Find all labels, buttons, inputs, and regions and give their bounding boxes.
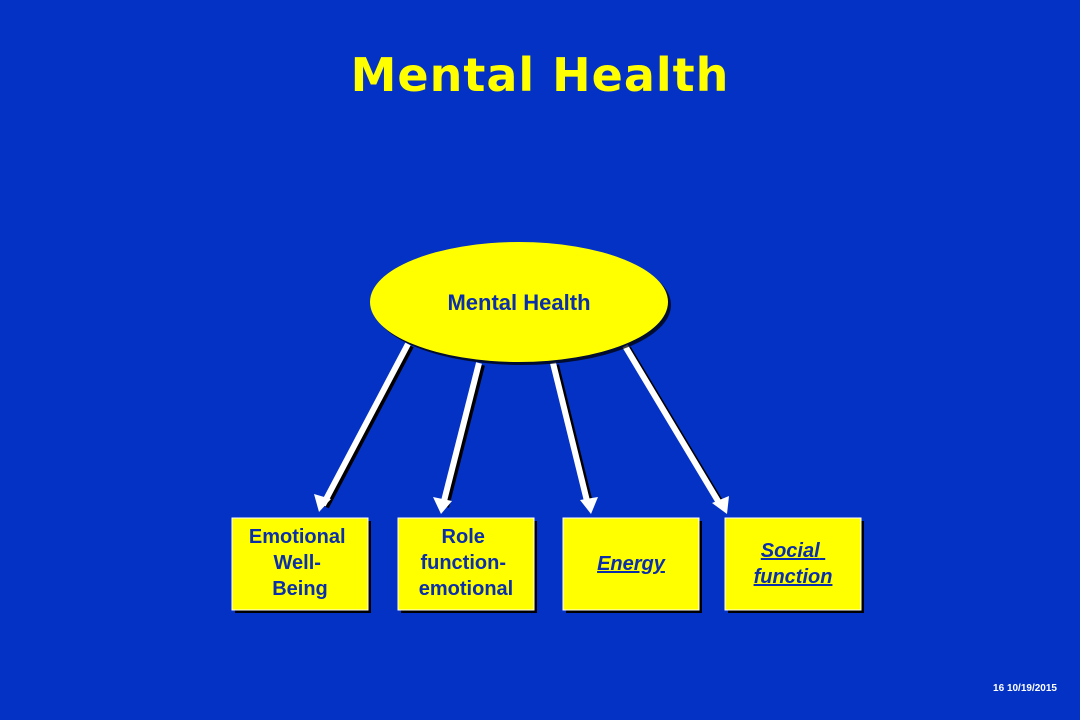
box-emotional-well-being: Emotional Well- Being [231,517,371,613]
slide-footer: 16 10/19/2015 [993,683,1057,694]
arrow-to-role-function-emotional [433,362,482,514]
slide-title: Mental Health [350,48,730,102]
box-role-function-emotional: Role function- emotional [397,517,537,613]
slide-date: 10/19/2015 [1006,683,1057,694]
box-emotional-well-being-label: Emotional Well- Being [249,526,351,600]
slide-number: 16 [993,683,1005,694]
box-role-function-emotional-label: Role function- emotional [419,526,513,600]
box-energy: Energy [562,517,702,613]
box-social-function-label: Social function [754,540,833,588]
arrow-shadows [323,344,727,510]
box-energy-label: Energy [597,553,666,575]
arrow-to-energy [550,362,598,514]
box-social-function: Social function [724,517,864,613]
center-node-label: Mental Health [447,290,590,315]
arrow-to-emotional-well-being [314,342,411,512]
arrow-to-social-function [622,344,729,514]
center-node-mental-health: Mental Health [370,242,671,365]
